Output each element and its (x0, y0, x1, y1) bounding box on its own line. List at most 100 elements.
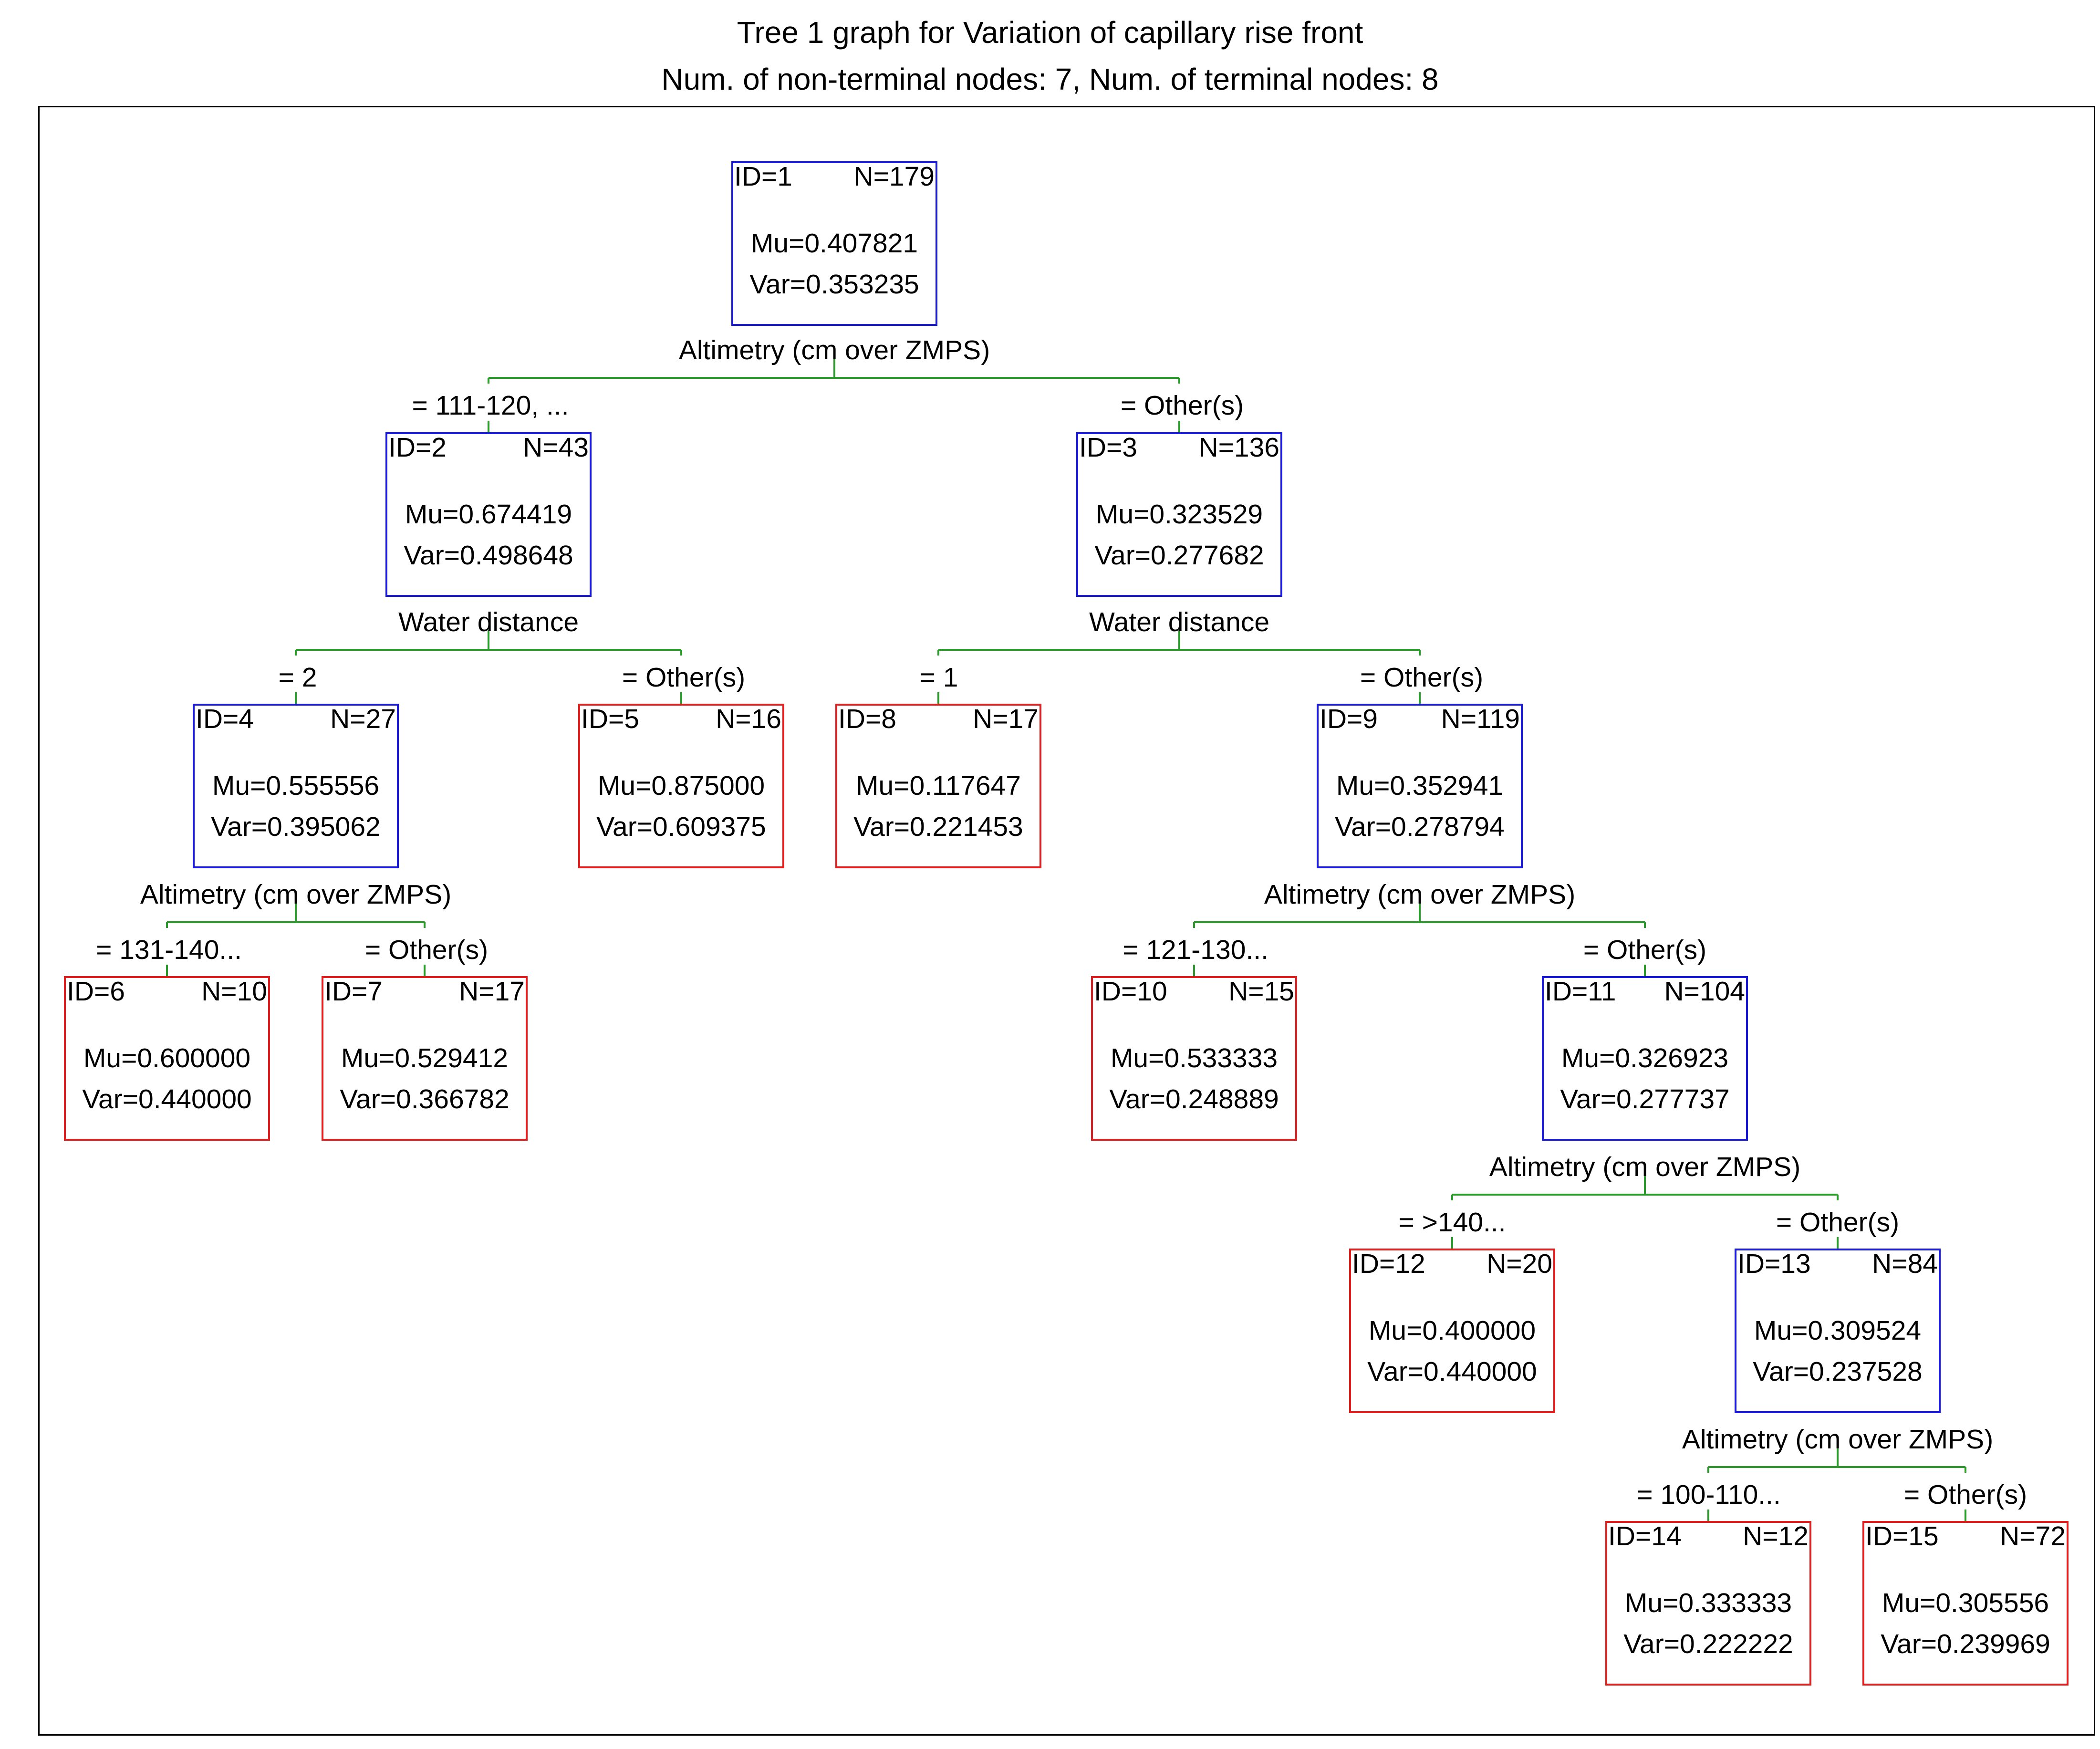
node-mu: Mu=0.333333 (1624, 1588, 1792, 1618)
node-id: ID=5 (581, 704, 639, 734)
node-id: ID=3 (1079, 432, 1137, 463)
tree-node-3: ID=3 N=136 Mu=0.323529 Var=0.277682 (1076, 432, 1282, 597)
tree-node-7: ID=7 N=17 Mu=0.529412 Var=0.366782 (322, 976, 528, 1141)
split-variable-label: Water distance (398, 607, 579, 637)
split-variable-label: Altimetry (cm over ZMPS) (1264, 879, 1576, 910)
branch-left-label: = >140... (1398, 1207, 1506, 1238)
split-variable-label: Altimetry (cm over ZMPS) (678, 335, 990, 365)
node-count: N=27 (330, 704, 396, 734)
tree-frame (38, 106, 2095, 1736)
node-id: ID=13 (1737, 1249, 1811, 1279)
split-variable-label: Altimetry (cm over ZMPS) (1682, 1424, 1994, 1455)
tree-node-11: ID=11 N=104 Mu=0.326923 Var=0.277737 (1542, 976, 1748, 1141)
node-var: Var=0.248889 (1109, 1084, 1279, 1114)
node-id: ID=7 (324, 976, 383, 1007)
node-mu: Mu=0.326923 (1561, 1043, 1729, 1073)
node-var: Var=0.395062 (211, 812, 381, 842)
tree-node-15: ID=15 N=72 Mu=0.305556 Var=0.239969 (1862, 1521, 2069, 1686)
tree-node-1: ID=1 N=179 Mu=0.407821 Var=0.353235 (731, 161, 937, 326)
tree-node-4: ID=4 N=27 Mu=0.555556 Var=0.395062 (193, 704, 399, 868)
node-count: N=20 (1487, 1249, 1552, 1279)
node-count: N=43 (523, 432, 589, 463)
branch-left-label: = 121-130... (1123, 935, 1268, 965)
tree-node-9: ID=9 N=119 Mu=0.352941 Var=0.278794 (1317, 704, 1523, 868)
split-variable-label: Altimetry (cm over ZMPS) (140, 879, 452, 910)
node-var: Var=0.498648 (404, 540, 573, 571)
node-var: Var=0.239969 (1881, 1629, 2050, 1659)
branch-left-label: = 1 (919, 662, 958, 693)
node-count: N=12 (1743, 1521, 1809, 1551)
tree-node-13: ID=13 N=84 Mu=0.309524 Var=0.237528 (1735, 1249, 1941, 1413)
node-count: N=104 (1664, 976, 1745, 1007)
branch-right-label: = Other(s) (1583, 935, 1707, 965)
node-mu: Mu=0.352941 (1336, 770, 1504, 801)
node-mu: Mu=0.875000 (597, 770, 765, 801)
tree-node-8: ID=8 N=17 Mu=0.117647 Var=0.221453 (835, 704, 1041, 868)
node-mu: Mu=0.600000 (83, 1043, 251, 1073)
tree-node-12: ID=12 N=20 Mu=0.400000 Var=0.440000 (1349, 1249, 1555, 1413)
branch-right-label: = Other(s) (1903, 1479, 2027, 1510)
branch-right-label: = Other(s) (622, 662, 746, 693)
node-var: Var=0.353235 (749, 269, 919, 300)
tree-node-2: ID=2 N=43 Mu=0.674419 Var=0.498648 (385, 432, 592, 597)
node-id: ID=14 (1608, 1521, 1682, 1551)
tree-node-6: ID=6 N=10 Mu=0.600000 Var=0.440000 (64, 976, 270, 1141)
node-count: N=17 (973, 704, 1039, 734)
branch-right-label: = Other(s) (364, 935, 489, 965)
node-mu: Mu=0.305556 (1882, 1588, 2049, 1618)
tree-node-14: ID=14 N=12 Mu=0.333333 Var=0.222222 (1605, 1521, 1811, 1686)
split-variable-label: Water distance (1089, 607, 1270, 637)
diagram-title: Tree 1 graph for Variation of capillary … (737, 15, 1363, 50)
node-count: N=72 (2000, 1521, 2066, 1551)
branch-right-label: = Other(s) (1120, 390, 1244, 421)
node-id: ID=12 (1352, 1249, 1425, 1279)
node-id: ID=2 (388, 432, 447, 463)
split-variable-label: Altimetry (cm over ZMPS) (1489, 1152, 1801, 1182)
branch-left-label: = 131-140... (96, 935, 242, 965)
node-var: Var=0.440000 (1367, 1356, 1537, 1387)
node-var: Var=0.221453 (853, 812, 1023, 842)
node-id: ID=11 (1545, 976, 1616, 1007)
node-count: N=136 (1198, 432, 1279, 463)
branch-left-label: = 2 (278, 662, 317, 693)
node-id: ID=15 (1865, 1521, 1939, 1551)
node-id: ID=4 (196, 704, 254, 734)
node-mu: Mu=0.309524 (1754, 1315, 1922, 1346)
diagram-subtitle: Num. of non-terminal nodes: 7, Num. of t… (661, 62, 1439, 96)
node-mu: Mu=0.323529 (1095, 499, 1263, 530)
node-count: N=10 (201, 976, 267, 1007)
node-count: N=84 (1872, 1249, 1938, 1279)
node-var: Var=0.609375 (596, 812, 766, 842)
tree-node-5: ID=5 N=16 Mu=0.875000 Var=0.609375 (578, 704, 784, 868)
node-id: ID=8 (838, 704, 896, 734)
node-count: N=16 (716, 704, 781, 734)
node-var: Var=0.440000 (82, 1084, 252, 1114)
branch-right-label: = Other(s) (1776, 1207, 1900, 1238)
node-id: ID=10 (1094, 976, 1167, 1007)
node-id: ID=1 (734, 161, 792, 192)
node-var: Var=0.237528 (1753, 1356, 1923, 1387)
node-count: N=179 (853, 161, 935, 192)
tree-node-10: ID=10 N=15 Mu=0.533333 Var=0.248889 (1091, 976, 1297, 1141)
node-var: Var=0.278794 (1335, 812, 1505, 842)
branch-left-label: = 111-120, ... (412, 390, 569, 421)
node-mu: Mu=0.555556 (212, 770, 380, 801)
node-mu: Mu=0.400000 (1368, 1315, 1536, 1346)
branch-right-label: = Other(s) (1360, 662, 1484, 693)
node-mu: Mu=0.407821 (750, 228, 918, 259)
node-count: N=15 (1228, 976, 1294, 1007)
node-var: Var=0.277737 (1560, 1084, 1730, 1114)
node-id: ID=6 (67, 976, 125, 1007)
branch-left-label: = 100-110... (1637, 1479, 1781, 1510)
node-mu: Mu=0.117647 (856, 770, 1021, 801)
node-var: Var=0.222222 (1623, 1629, 1793, 1659)
node-mu: Mu=0.533333 (1110, 1043, 1278, 1073)
node-var: Var=0.277682 (1094, 540, 1264, 571)
node-count: N=17 (459, 976, 525, 1007)
node-var: Var=0.366782 (340, 1084, 509, 1114)
node-count: N=119 (1441, 704, 1520, 734)
node-id: ID=9 (1320, 704, 1378, 734)
node-mu: Mu=0.529412 (341, 1043, 509, 1073)
node-mu: Mu=0.674419 (405, 499, 572, 530)
